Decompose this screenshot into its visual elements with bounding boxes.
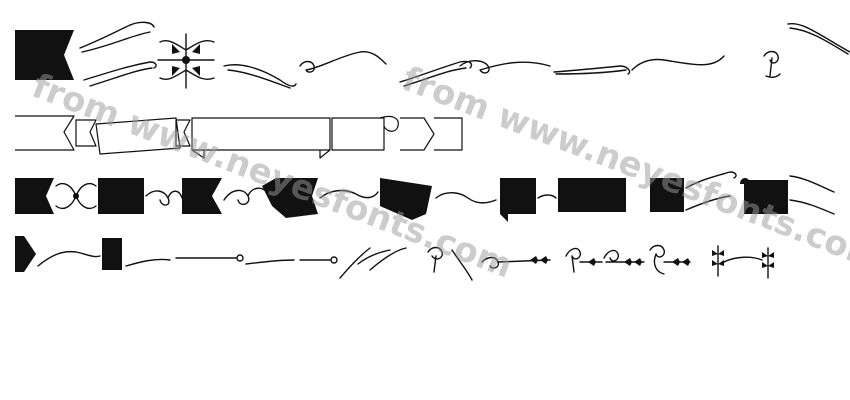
flourish-glyph: [459, 60, 551, 74]
flourish-glyph: [223, 64, 297, 89]
ribbon-outline-glyph: [15, 115, 75, 151]
flourish-glyph: [319, 189, 379, 199]
scroll-outline-glyph: [331, 115, 399, 151]
flourish-glyph: [399, 60, 473, 87]
corner-ornament-glyph: [157, 33, 215, 89]
flourish-glyph: [685, 171, 737, 211]
black-banner-glyph: [650, 178, 684, 212]
black-banner-glyph: [558, 178, 626, 212]
flourish-glyph: [339, 247, 407, 279]
row-3-glyphs: [15, 171, 835, 222]
flourish-glyph: [79, 21, 155, 53]
black-banner-glyph: [182, 178, 222, 214]
black-banner-glyph: [98, 178, 144, 214]
laurel-glyph: [565, 247, 603, 273]
divider-glyph: [245, 256, 338, 265]
black-ribbon-glyph: [380, 178, 432, 220]
row-2-glyphs: [15, 115, 463, 159]
black-banner-flag-glyph: [15, 30, 74, 80]
ornament-glyph: [55, 182, 97, 210]
black-scroll-glyph: [740, 178, 788, 214]
flourish-glyph: [553, 65, 631, 75]
laurel-glyph: [712, 245, 724, 277]
flourish-glyph: [537, 194, 557, 199]
flourish-glyph: [83, 61, 157, 87]
black-banner-glyph: [102, 238, 122, 270]
black-ribbon-glyph: [262, 178, 318, 218]
laurel-glyph: [603, 249, 645, 266]
black-banner-glyph: [500, 178, 536, 222]
flourish-glyph: [631, 55, 725, 71]
laurel-glyph: [723, 247, 774, 279]
flourish-glyph: [435, 192, 497, 204]
row-4-glyphs: [15, 236, 774, 281]
flourish-glyph: [145, 190, 183, 206]
laurel-glyph: [481, 256, 551, 269]
flourish-glyph: [789, 175, 835, 215]
flourish-glyph: [299, 50, 387, 73]
divider-glyph: [175, 254, 244, 262]
flourish-glyph: [427, 246, 473, 281]
black-pennant-glyph: [15, 236, 36, 272]
ribbon-outline-glyph: [191, 117, 331, 159]
ribbon-outline-glyph: [75, 117, 191, 155]
flourish-glyph: [37, 250, 101, 267]
black-banner-glyph: [15, 178, 54, 214]
ribbon-outline-glyph: [400, 117, 463, 151]
flourish-glyph: [763, 50, 781, 79]
divider-glyph: [125, 258, 171, 267]
row-1-glyphs: [15, 21, 850, 89]
flourish-glyph: [787, 23, 850, 55]
laurel-glyph: [649, 244, 691, 275]
